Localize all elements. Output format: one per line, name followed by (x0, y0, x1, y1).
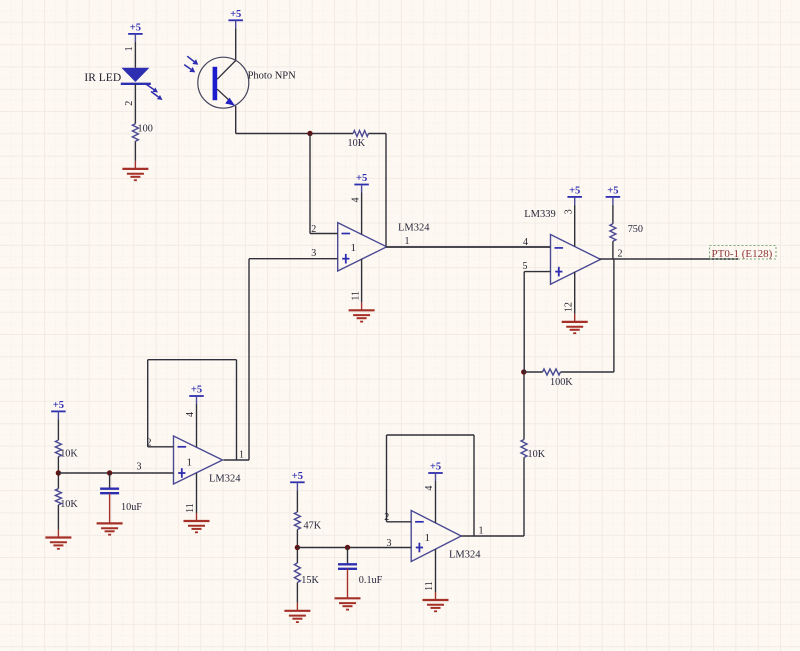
svg-text:1: 1 (425, 532, 431, 544)
svg-text:2: 2 (311, 224, 316, 235)
svg-text:5: 5 (523, 261, 528, 272)
svg-text:Photo NPN: Photo NPN (248, 70, 297, 81)
svg-text:15K: 15K (301, 575, 319, 586)
svg-text:+5: +5 (292, 471, 303, 482)
svg-text:1: 1 (239, 449, 244, 460)
svg-text:+5: +5 (230, 9, 241, 20)
svg-text:+5: +5 (191, 385, 202, 396)
svg-text:1: 1 (351, 242, 357, 254)
svg-text:3: 3 (137, 462, 142, 473)
svg-text:11: 11 (185, 503, 196, 513)
svg-text:10K: 10K (348, 138, 366, 149)
svg-text:12: 12 (563, 302, 574, 312)
svg-text:LM324: LM324 (398, 222, 430, 233)
svg-text:10uF: 10uF (121, 502, 142, 513)
svg-text:LM324: LM324 (449, 550, 481, 561)
svg-text:10K: 10K (60, 499, 78, 510)
svg-text:4: 4 (424, 486, 435, 491)
svg-text:+5: +5 (356, 173, 367, 184)
svg-text:2: 2 (147, 437, 152, 448)
svg-text:2: 2 (384, 512, 389, 523)
svg-text:100: 100 (138, 124, 153, 135)
svg-text:11: 11 (424, 581, 435, 591)
svg-text:10K: 10K (60, 449, 78, 460)
svg-text:2: 2 (124, 101, 135, 106)
svg-text:4: 4 (523, 237, 528, 248)
svg-text:3: 3 (387, 538, 392, 549)
svg-text:LM324: LM324 (209, 474, 241, 485)
svg-text:100K: 100K (550, 377, 573, 388)
svg-text:2: 2 (618, 249, 623, 260)
svg-text:+5: +5 (569, 186, 580, 197)
svg-text:1: 1 (124, 46, 135, 51)
svg-text:3: 3 (311, 248, 316, 259)
svg-text:+5: +5 (607, 186, 618, 197)
svg-text:750: 750 (628, 224, 643, 235)
svg-text:1: 1 (187, 457, 193, 469)
svg-text:+5: +5 (130, 23, 141, 34)
svg-text:0.1uF: 0.1uF (359, 575, 383, 586)
svg-text:4: 4 (350, 198, 361, 203)
svg-text:IR LED: IR LED (84, 72, 121, 84)
svg-text:47K: 47K (304, 520, 322, 531)
svg-text:11: 11 (350, 291, 361, 301)
svg-text:LM339: LM339 (524, 209, 556, 220)
svg-text:3: 3 (563, 209, 574, 214)
svg-text:1: 1 (405, 236, 410, 247)
svg-text:PT0-1 (E128): PT0-1 (E128) (712, 248, 773, 260)
svg-text:1: 1 (479, 526, 484, 537)
svg-text:4: 4 (185, 412, 196, 417)
svg-text:10K: 10K (528, 449, 546, 460)
svg-text:+5: +5 (430, 462, 441, 473)
svg-text:+5: +5 (53, 400, 64, 411)
